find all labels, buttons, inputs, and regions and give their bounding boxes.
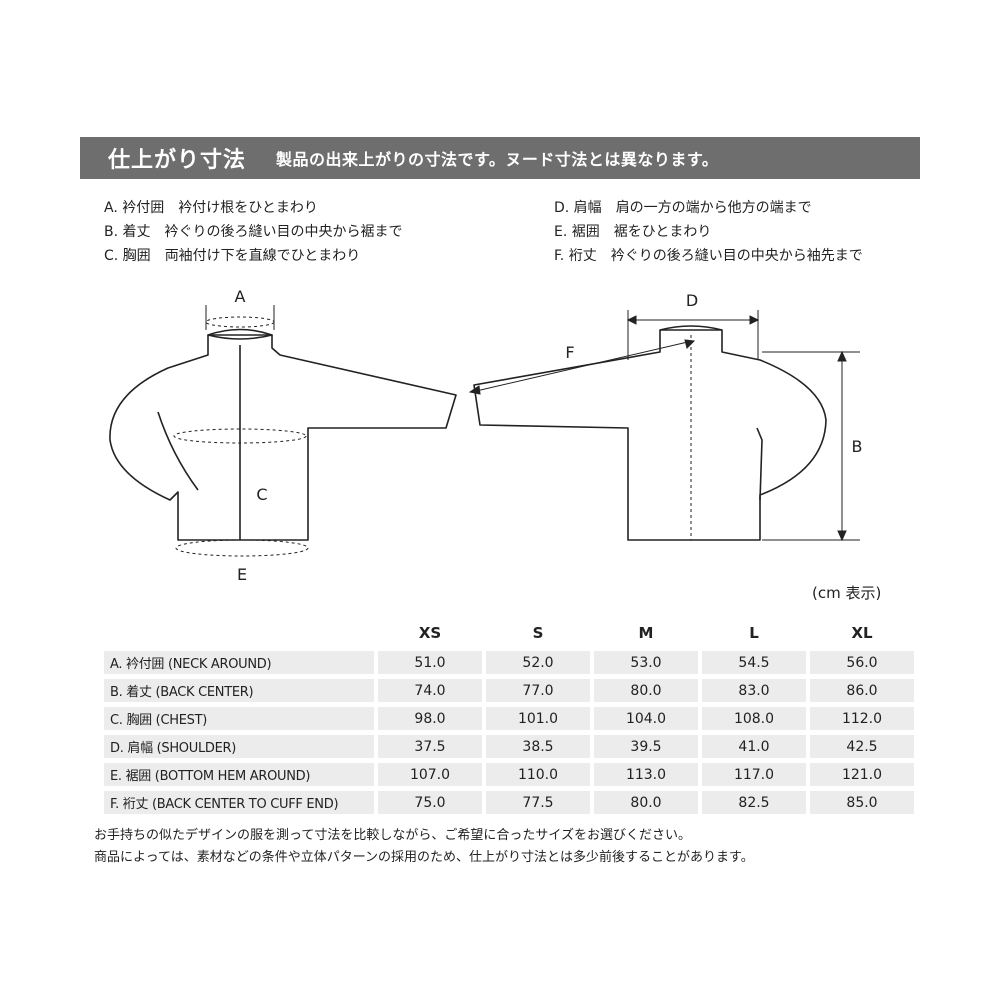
- definition-row: B. 着丈衿ぐりの後ろ縫い目の中央から裾まで: [104, 220, 403, 244]
- table-cell: 75.0: [378, 791, 482, 814]
- table-cell: 113.0: [594, 763, 698, 786]
- table-cell: 80.0: [594, 791, 698, 814]
- table-row: C. 胸囲 (CHEST) 98.0 101.0 104.0 108.0 112…: [104, 707, 914, 730]
- table-cell: 107.0: [378, 763, 482, 786]
- definition-text: 衿ぐりの後ろ縫い目の中央から袖先まで: [610, 248, 863, 264]
- page-title: 仕上がり寸法: [108, 148, 247, 173]
- back-armhole-line: [756, 427, 763, 501]
- definition-key: E. 裾囲: [554, 224, 600, 240]
- table-cell: 51.0: [378, 651, 482, 674]
- row-label: F. 裄丈 (BACK CENTER TO CUFF END): [104, 791, 374, 814]
- table-cell: 39.5: [594, 735, 698, 758]
- size-table: XS S M L XL A. 衿付囲 (NECK AROUND) 51.0 52…: [100, 615, 918, 819]
- table-cell: 74.0: [378, 679, 482, 702]
- header-bar: 仕上がり寸法 製品の出来上がりの寸法です。ヌード寸法とは異なります。: [80, 137, 920, 179]
- size-header: S: [532, 624, 544, 642]
- table-cell: 52.0: [486, 651, 590, 674]
- size-header: XL: [851, 624, 873, 642]
- definition-text: 両袖付け下を直線でひとまわり: [164, 248, 361, 264]
- table-cell: 80.0: [594, 679, 698, 702]
- label-e: E: [237, 565, 247, 584]
- definition-key: F. 裄丈: [554, 248, 597, 264]
- table-cell: 85.0: [810, 791, 914, 814]
- note-line: お手持ちの似たデザインの服を測って寸法を比較しながら、ご希望に合ったサイズをお選…: [94, 828, 691, 843]
- chest-measure-dashed: [173, 428, 307, 444]
- definition-row: C. 胸囲両袖付け下を直線でひとまわり: [104, 244, 403, 268]
- table-cell: 98.0: [378, 707, 482, 730]
- table-cell: 112.0: [810, 707, 914, 730]
- label-b: B: [852, 437, 863, 456]
- front-armhole-line: [157, 411, 199, 491]
- row-label: A. 衿付囲 (NECK AROUND): [104, 651, 374, 674]
- label-f: F: [565, 343, 574, 362]
- table-cell: 121.0: [810, 763, 914, 786]
- definition-row: E. 裾囲裾をひとまわり: [554, 220, 863, 244]
- row-label: C. 胸囲 (CHEST): [104, 707, 374, 730]
- table-cell: 38.5: [486, 735, 590, 758]
- definition-key: D. 肩幅: [554, 200, 602, 216]
- definition-text: 裾をひとまわり: [613, 224, 712, 240]
- table-cell: 77.5: [486, 791, 590, 814]
- row-label: D. 肩幅 (SHOULDER): [104, 735, 374, 758]
- note-line: 商品によっては、素材などの条件や立体パターンの採用のため、仕上がり寸法とは多少前…: [94, 850, 754, 865]
- unit-label: (cm 表示): [812, 584, 882, 602]
- definition-key: C. 胸囲: [104, 248, 151, 264]
- garment-diagram: A C E D F B: [109, 287, 863, 584]
- sleeve-length-arrow: [471, 340, 693, 393]
- table-cell: 42.5: [810, 735, 914, 758]
- table-row: B. 着丈 (BACK CENTER) 74.0 77.0 80.0 83.0 …: [104, 679, 914, 702]
- table-cell: 117.0: [702, 763, 806, 786]
- definition-key: B. 着丈: [104, 224, 151, 240]
- table-cell: 82.5: [702, 791, 806, 814]
- definition-text: 衿付け根をひとまわり: [178, 200, 318, 216]
- definitions-left: A. 衿付囲衿付け根をひとまわり B. 着丈衿ぐりの後ろ縫い目の中央から裾まで …: [104, 196, 403, 268]
- table-cell: 104.0: [594, 707, 698, 730]
- definition-row: F. 裄丈衿ぐりの後ろ縫い目の中央から袖先まで: [554, 244, 863, 268]
- definition-row: A. 衿付囲衿付け根をひとまわり: [104, 196, 403, 220]
- label-d: D: [686, 291, 698, 310]
- table-row: D. 肩幅 (SHOULDER) 37.5 38.5 39.5 41.0 42.…: [104, 735, 914, 758]
- size-header: M: [638, 624, 654, 642]
- table-cell: 101.0: [486, 707, 590, 730]
- back-jacket-outline: [473, 329, 827, 541]
- table-row: F. 裄丈 (BACK CENTER TO CUFF END) 75.0 77.…: [104, 791, 914, 814]
- table-row: E. 裾囲 (BOTTOM HEM AROUND) 107.0 110.0 11…: [104, 763, 914, 786]
- table-cell: 110.0: [486, 763, 590, 786]
- table-cell: 53.0: [594, 651, 698, 674]
- table-cell: 77.0: [486, 679, 590, 702]
- table-cell: 54.5: [702, 651, 806, 674]
- label-c: C: [256, 485, 267, 504]
- definition-text: 衿ぐりの後ろ縫い目の中央から裾まで: [164, 224, 403, 240]
- size-header-row: XS S M L XL: [104, 620, 914, 646]
- size-header: L: [749, 624, 759, 642]
- definitions-right: D. 肩幅肩の一方の端から他方の端まで E. 裾囲裾をひとまわり F. 裄丈衿ぐ…: [554, 196, 863, 268]
- neck-measure-dashed: [205, 316, 275, 328]
- row-label: E. 裾囲 (BOTTOM HEM AROUND): [104, 763, 374, 786]
- back-collar: [659, 325, 723, 331]
- table-cell: 86.0: [810, 679, 914, 702]
- table-cell: 37.5: [378, 735, 482, 758]
- table-cell: 83.0: [702, 679, 806, 702]
- definition-text: 肩の一方の端から他方の端まで: [615, 200, 812, 216]
- table-row: A. 衿付囲 (NECK AROUND) 51.0 52.0 53.0 54.5…: [104, 651, 914, 674]
- row-label: B. 着丈 (BACK CENTER): [104, 679, 374, 702]
- table-cell: 41.0: [702, 735, 806, 758]
- label-a: A: [235, 287, 246, 306]
- size-header: XS: [418, 624, 442, 642]
- definition-key: A. 衿付囲: [104, 200, 165, 216]
- hem-measure-dashed: [175, 539, 309, 557]
- page-subtitle: 製品の出来上がりの寸法です。ヌード寸法とは異なります。: [276, 150, 719, 169]
- front-collar: [207, 328, 273, 340]
- front-jacket-outline: [109, 334, 457, 541]
- table-cell: 56.0: [810, 651, 914, 674]
- table-cell: 108.0: [702, 707, 806, 730]
- definition-row: D. 肩幅肩の一方の端から他方の端まで: [554, 196, 863, 220]
